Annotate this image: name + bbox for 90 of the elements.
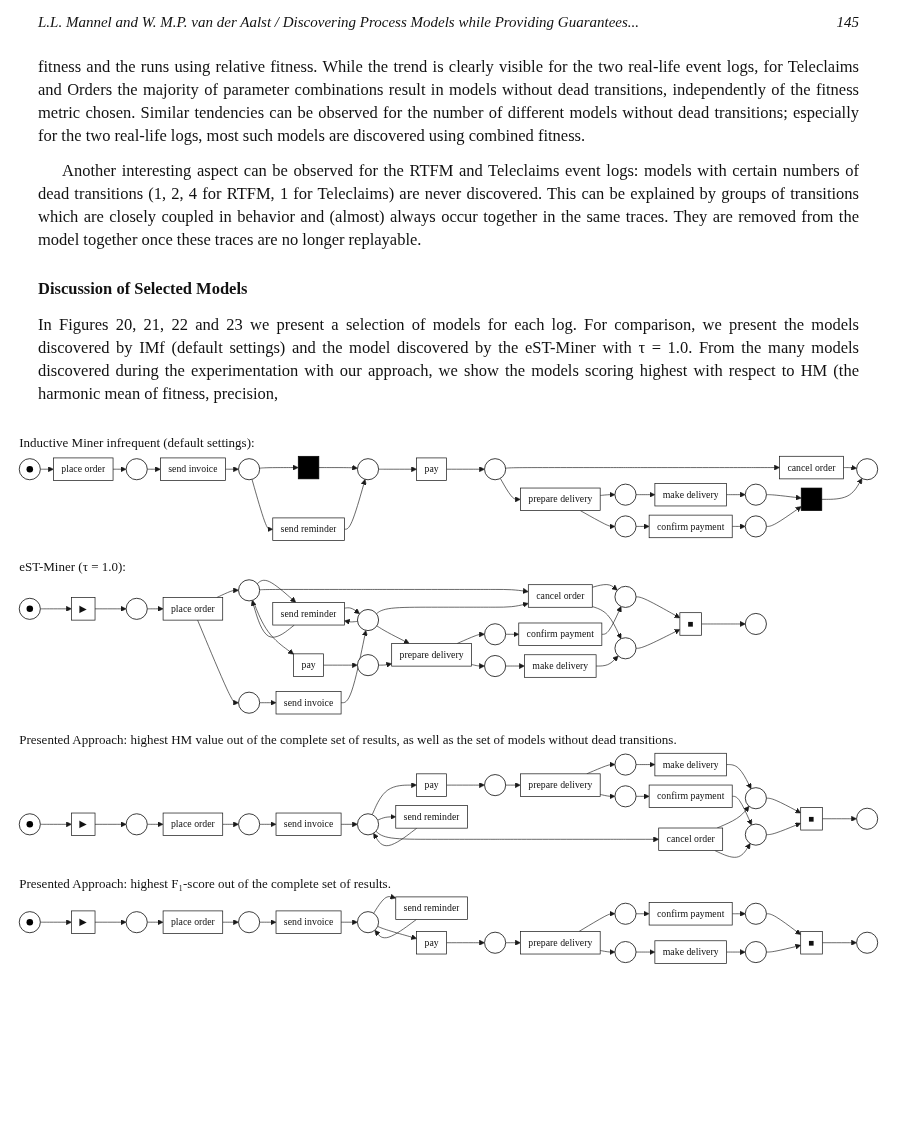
node-box: prepare delivery [520,773,601,797]
node-circle [614,941,637,964]
node-box: place order [162,597,224,621]
panel-title: Presented Approach: highest HM value out of the complete set of results, as well as the set of models without dead transitions. [19,732,677,749]
node-circle [125,911,148,934]
node-circle [614,585,637,608]
node-box: ▶ [71,812,96,836]
node-bullseye [18,813,41,836]
node-circle [357,813,379,836]
node-circle [484,623,507,646]
node-circle [357,458,379,481]
node-box: make delivery [654,752,727,777]
node-box: confirm payment [648,514,733,539]
node-box: ■ [800,931,823,955]
panel-title: Presented Approach: highest F₁-score out of the complete set of results. [19,875,391,892]
node-circle [614,637,637,660]
node-circle [614,902,637,925]
node-circle [357,654,379,677]
node-circle [856,458,879,481]
node-circle [744,941,767,964]
node-box: ▶ [71,597,96,621]
node-circle [125,813,148,836]
node-box: send reminder [395,896,468,920]
node-box: prepare delivery [520,487,601,511]
node-circle [238,458,261,481]
paragraph: In Figures 20, 21, 22 and 23 we present a selection of models for each log. For comparison, we present the models discovered by IMf (default settings) and the model discovered by the eST-Miner with τ = 1.0. From the many models discovered during the experimentation with our approach, we show the models scoring highest with respect to HM (the harmonic mean of fitness, precision, [38,314,859,405]
node-box: make delivery [524,654,597,678]
node-circle [744,823,767,846]
node-box: place order [162,910,224,934]
node-box: make delivery [654,483,727,507]
section-heading: Discussion of Selected Models [38,279,249,299]
node-circle [484,931,507,954]
node-bullseye [18,911,41,934]
node-box: confirm payment [648,902,733,926]
node-circle [125,458,148,481]
node-box: place order [53,457,114,481]
node-circle [614,515,637,538]
node-box: pay [416,773,447,797]
node-box: cancel order [779,455,844,480]
node-box: prepare delivery [391,643,472,667]
node-box: pay [416,931,447,955]
node-circle [125,597,148,620]
node-box: send reminder [395,805,468,829]
running-header: L.L. Mannel and W. M.P. van der Aalst / Discovering Process Models while Providing Guarantees... [38,14,640,31]
paragraph: Another interesting aspect can be observed for the RTFM and Teleclaims event logs: models with certain numbers of dead transitions (1, 2, 4 for RTFM, 1 for Teleclaims) are never discovered. This can be explained by groups of transitions which are closely coupled in behavior and (almost) always occur together in the same traces. They are removed from the model together once these traces are no longer replayable. [38,160,859,251]
panel-title: Inductive Miner infrequent (default settings): [19,435,255,452]
node-circle [744,902,767,925]
node-circle [484,655,507,678]
node-circle [744,515,767,538]
node-circle [744,483,767,506]
panel-title: eST-Miner (τ = 1.0): [19,558,126,575]
node-circle [357,911,379,934]
node-circle [614,483,637,506]
node-box: place order [162,812,224,836]
node-circle [484,458,507,481]
node-bullseye [18,458,41,481]
node-circle [614,753,637,776]
node-box: ▶ [71,910,96,934]
node-circle [856,807,879,830]
node-bullseye [18,597,41,620]
node-box: pay [416,457,447,481]
node-box: send invoice [275,812,342,836]
node-box: prepare delivery [520,931,601,955]
node-box: cancel order [658,827,724,851]
node-circle [238,911,261,934]
node-box: send invoice [275,910,342,934]
node-box: send reminder [272,602,345,626]
node-box: send invoice [275,691,342,715]
node-box: pay [293,653,324,677]
node-box: cancel order [527,584,593,608]
node-circle [856,931,879,954]
node-box: ■ [800,807,823,831]
node-box: confirm payment [648,784,733,808]
node-circle [238,691,261,714]
node-bar [800,487,823,511]
page-number: 145 [836,14,859,31]
node-box: make delivery [654,940,727,964]
node-circle [614,785,637,808]
node-circle [357,609,379,632]
node-circle [744,613,767,635]
node-box: send invoice [160,457,226,481]
node-circle [484,774,507,797]
node-box: send reminder [272,517,345,541]
paragraph: fitness and the runs using relative fitness. While the trend is clearly visible for the two real-life event logs, for Teleclaims and Orders the majority of parameter combinations result in models without dead transitions, independently of the fitness metric chosen. Similar tendencies can be observed for the number of different models without dead transitions; especially for the two real-life logs, most such models are discovered using combined fitness. [38,56,859,147]
node-circle [238,813,261,836]
node-box: ■ [679,612,702,636]
node-circle [238,579,261,602]
node-box: confirm payment [518,622,603,646]
node-bar [297,455,320,480]
node-circle [744,787,767,810]
